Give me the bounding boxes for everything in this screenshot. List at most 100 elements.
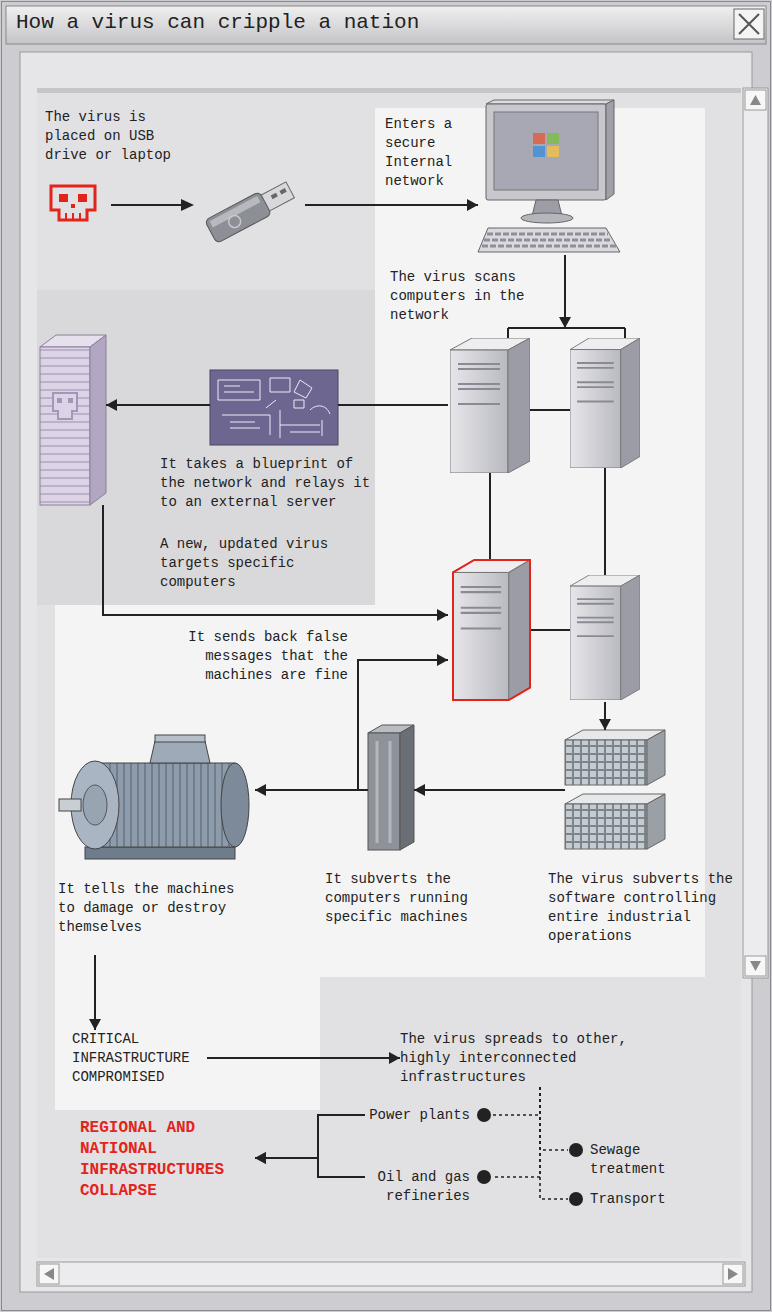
blueprint-icon — [210, 370, 338, 445]
window-title: How a virus can cripple a nation — [16, 10, 419, 36]
connector-line — [540, 1087, 568, 1150]
skull-usb-icon-part-part — [205, 191, 272, 243]
edge-label: It sends back false messages that the ma… — [185, 628, 348, 685]
connector — [599, 702, 611, 730]
step-node: It tells the machines to damage or destr… — [55, 735, 255, 955]
server-cluster-part — [570, 338, 640, 468]
skull-usb-icon-part-part — [210, 196, 261, 228]
connector — [255, 1152, 365, 1177]
plc-icon — [368, 725, 414, 850]
plc-icon-part — [400, 725, 414, 850]
connector-line — [305, 204, 478, 206]
window-chrome-part — [37, 1262, 745, 1286]
connector — [103, 505, 448, 621]
motor-icon-part — [85, 847, 235, 859]
window-chrome-part — [734, 9, 764, 39]
computer-icon-part — [521, 213, 573, 223]
step-caption: Power plants — [365, 1106, 470, 1125]
skull-usb-icon-part — [181, 199, 194, 211]
connector — [358, 654, 448, 790]
connector — [305, 199, 478, 211]
control-rack-icon-part-part — [647, 730, 665, 785]
step-node: Power plants — [365, 1106, 492, 1125]
motor-icon-part — [83, 785, 107, 825]
window-chrome-part — [375, 108, 705, 608]
step-caption: CRITICAL INFRASTRUCTURE COMPROMISED — [72, 1030, 207, 1087]
window-chrome-part — [739, 14, 759, 34]
window-chrome-part — [37, 290, 375, 605]
control-rack-icon — [565, 730, 665, 849]
step-node: A new, updated virus targets specific co… — [40, 335, 106, 505]
step-node: REGIONAL AND NATIONAL INFRASTRUCTURES CO… — [80, 1118, 255, 1202]
computer-icon-part — [486, 104, 606, 200]
skull-usb-icon-part-part — [227, 213, 243, 229]
connector — [492, 1087, 540, 1177]
motor-icon — [59, 735, 249, 859]
step-node: Oil and gas refineries — [365, 1168, 492, 1206]
external-server-icon-part — [57, 398, 62, 403]
computer-icon-part — [494, 112, 598, 190]
step-node: CRITICAL INFRASTRUCTURE COMPROMISED — [72, 1030, 207, 1087]
computer-icon-part — [533, 133, 559, 157]
step-node: The virus is placed on USB drive or lapt… — [45, 180, 305, 245]
connector — [540, 1087, 568, 1150]
window-chrome-part — [20, 52, 752, 1292]
external-server-icon — [40, 335, 106, 505]
connector — [492, 1087, 540, 1115]
step-caption: It subverts the computers running specif… — [325, 870, 485, 927]
skull-usb-icon-part-part — [271, 193, 278, 199]
connector — [89, 955, 101, 1030]
window-chrome-part — [37, 88, 741, 1258]
step-caption: The virus subverts the software controll… — [548, 870, 740, 946]
plc-icon-part — [368, 733, 400, 850]
external-server-icon-part — [40, 347, 90, 505]
connector — [207, 1052, 400, 1064]
connector-line — [255, 1115, 365, 1158]
connector — [540, 1087, 568, 1199]
window-chrome-part — [743, 88, 768, 978]
branch-dots-part — [477, 1108, 491, 1122]
branch-dots-part — [569, 1192, 583, 1206]
blueprint-icon-part — [210, 370, 338, 445]
server-cluster-part — [450, 338, 530, 473]
step-caption: Transport — [590, 1190, 678, 1209]
connector — [255, 784, 368, 796]
step-caption: A new, updated virus targets specific co… — [160, 535, 345, 592]
arrow-head — [89, 1019, 101, 1030]
blueprint-icon-part — [218, 378, 330, 438]
skull-usb-icon-part-part — [261, 182, 294, 211]
window-chrome-part — [37, 88, 741, 93]
arrow-head — [437, 609, 448, 621]
server-cluster-part — [570, 575, 640, 700]
step-caption: REGIONAL AND NATIONAL INFRASTRUCTURES CO… — [80, 1118, 255, 1202]
arrow-head — [414, 784, 425, 796]
control-rack-icon-part — [565, 794, 665, 849]
control-rack-icon-part-part — [565, 804, 647, 849]
window-chrome-part — [750, 961, 761, 971]
connector-line — [540, 1087, 568, 1199]
step-node: The virus spreads to other, highly inter… — [400, 1030, 640, 1087]
skull-usb-icon — [51, 178, 296, 243]
skull-usb-icon-part — [78, 194, 87, 202]
step-node: The virus subverts the software controll… — [565, 730, 665, 850]
skull-usb-icon-part-part — [279, 188, 286, 194]
window-chrome-part — [750, 95, 761, 105]
computer-icon-part-part — [547, 146, 559, 157]
step-node: Sewage treatment — [568, 1141, 688, 1179]
step-caption: Oil and gas refineries — [365, 1168, 470, 1206]
external-server-icon-part — [68, 398, 73, 403]
connector-line — [492, 1087, 540, 1177]
connector — [338, 405, 448, 406]
control-rack-icon-part-part — [647, 794, 665, 849]
motor-icon-part — [150, 741, 210, 763]
computer-icon — [478, 100, 620, 252]
skull-usb-icon-part — [59, 194, 68, 202]
step-node: It subverts the computers running specif… — [368, 725, 414, 850]
step-caption: It takes a blueprint of the network and … — [160, 455, 375, 512]
step-caption: The virus is placed on USB drive or lapt… — [45, 108, 185, 165]
connector-line — [106, 404, 210, 406]
connector-line — [255, 1158, 365, 1177]
control-rack-icon-part — [565, 730, 665, 785]
motor-icon-part — [221, 763, 249, 847]
